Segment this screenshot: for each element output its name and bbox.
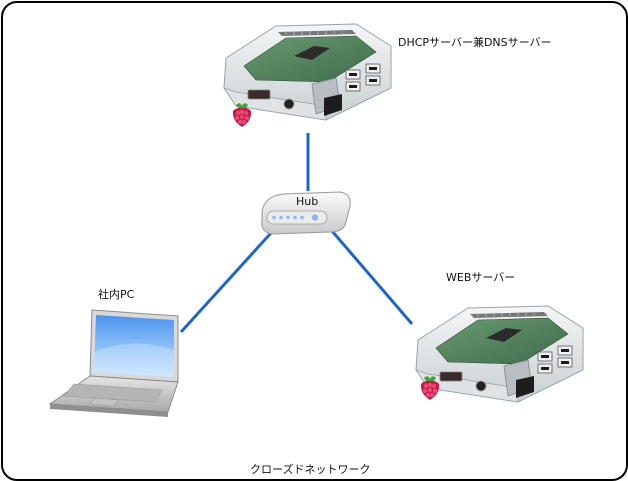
link-hub-office-pc <box>179 220 283 334</box>
raspberry-pi-device-icon <box>223 23 392 121</box>
laptop-icon <box>48 309 179 417</box>
office-pc-label: 社内PC <box>98 288 135 301</box>
dhcp-dns-server-node[interactable] <box>223 23 392 127</box>
hub-label: Hub <box>296 195 319 208</box>
link-hub-web-server <box>330 230 414 325</box>
office-pc-node[interactable] <box>48 309 179 417</box>
dhcp-dns-server-label: DHCPサーバー兼DNSサーバー <box>398 36 552 49</box>
hub-node[interactable] <box>261 191 351 235</box>
web-server-label: WEBサーバー <box>446 271 516 284</box>
hub-status-leds <box>272 214 319 221</box>
hub-port-panel <box>266 210 328 225</box>
network-links <box>179 133 414 334</box>
web-server-node[interactable] <box>415 305 584 403</box>
raspberry-pi-device-icon <box>415 305 584 403</box>
network-title: クローズドネットワーク <box>250 463 371 476</box>
